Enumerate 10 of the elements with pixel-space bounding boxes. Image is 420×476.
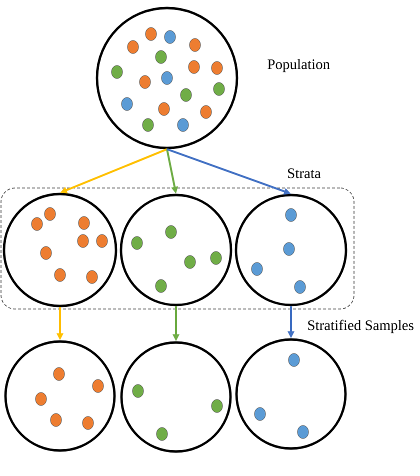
circle [235,338,347,450]
circle [96,6,238,150]
circle [120,194,232,306]
circle [4,340,116,452]
circle [2,192,118,308]
circle [120,341,232,453]
circle [234,194,348,306]
heading: Strata [288,168,321,178]
node-label: Population [268,58,330,72]
text-label: Stratified Samples [308,320,414,334]
